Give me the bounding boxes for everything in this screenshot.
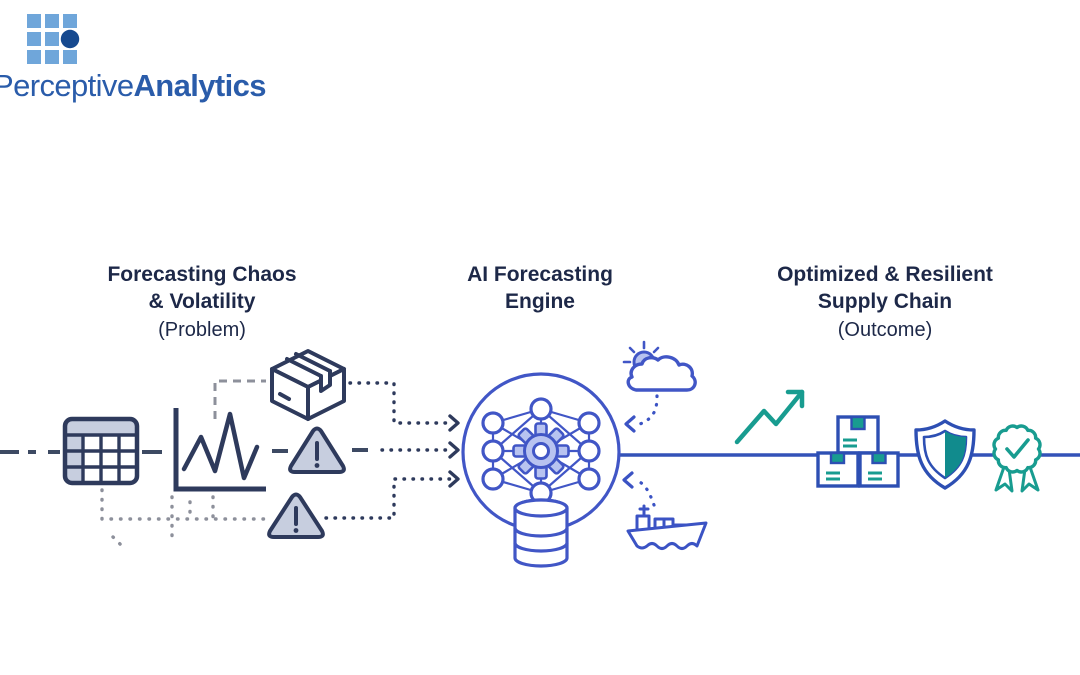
outcome-title-line2: Supply Chain (817, 290, 953, 313)
dotted-input-arrows (324, 381, 460, 520)
label-engine: AI Forecasting Engine (415, 261, 665, 315)
logo-dot-icon (60, 29, 80, 49)
label-outcome: Optimized & Resilient Supply Chain (Outc… (750, 261, 1020, 344)
outcome-title-line1: Optimized & Resilient (777, 263, 993, 286)
award-ribbon-badge-icon (992, 424, 1042, 493)
database-icon (513, 498, 569, 568)
sun-cloud-weather-icon (622, 340, 697, 392)
weather-input-arrow (624, 394, 659, 433)
problem-title-line2: & Volatility (148, 290, 256, 313)
gear-icon (512, 422, 570, 480)
warning-triangle-icon (267, 492, 325, 539)
flow-dashed-line-left (0, 448, 368, 454)
engine-title-line1: AI Forecasting (467, 263, 613, 286)
ship-input-arrow (622, 471, 656, 507)
logo-wordmark: PerceptiveAnalytics (0, 68, 267, 104)
logo: PerceptiveAnalytics (0, 14, 267, 104)
engine-title-line2: Engine (504, 290, 575, 313)
warning-triangle-icon (288, 426, 346, 474)
problem-subtitle: (Problem) (158, 319, 246, 341)
chaos-connectors (100, 379, 268, 551)
package-box-icon (270, 349, 346, 421)
volatility-line-chart-icon (173, 408, 266, 492)
logo-grid-icon (27, 14, 266, 64)
growth-trend-arrow-icon (734, 389, 805, 445)
stacked-boxes-icon (816, 415, 900, 488)
outcome-subtitle: (Outcome) (837, 319, 933, 341)
shield-icon (914, 419, 976, 490)
logo-brand-light: Perceptive (0, 68, 134, 103)
data-table-icon (62, 416, 140, 486)
cargo-ship-icon (626, 504, 708, 550)
problem-title-line1: Forecasting Chaos (107, 263, 297, 286)
logo-brand-bold: Analytics (133, 68, 266, 103)
label-problem: Forecasting Chaos & Volatility (Problem) (72, 261, 332, 344)
